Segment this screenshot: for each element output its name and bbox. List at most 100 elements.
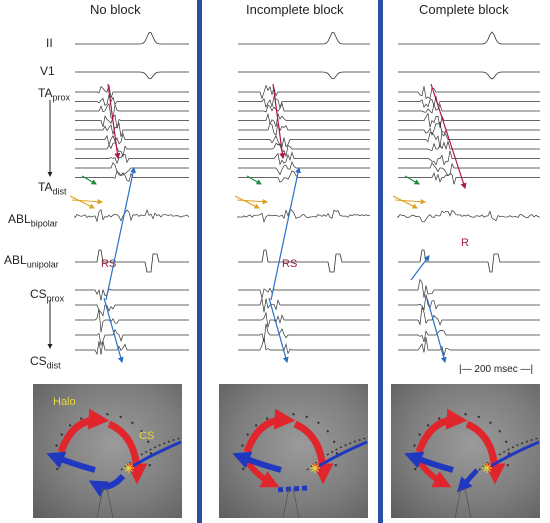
trace-cs-0-4 bbox=[75, 340, 189, 356]
lead-label-v1: V1 bbox=[40, 64, 55, 78]
trace-cs-2-0 bbox=[398, 278, 540, 298]
trace-ta-1-5 bbox=[238, 134, 370, 148]
fl-halo-dot-0-7 bbox=[106, 413, 109, 416]
trace-cs-2-1 bbox=[398, 294, 540, 311]
fl-blue-cs-0 bbox=[132, 440, 182, 468]
trace-cs-1-1 bbox=[238, 298, 370, 313]
fl-red-arc-2-2 bbox=[465, 420, 506, 485]
fl-halo-dot-0-4 bbox=[68, 424, 72, 427]
arrow-blue-cs-2 bbox=[426, 297, 447, 364]
trace-abl-bipolar-2 bbox=[397, 210, 541, 223]
panel-title-incomplete-block: Incomplete block bbox=[246, 2, 344, 17]
trace-cs-0-1 bbox=[75, 304, 189, 317]
fl-blue-iso-0 bbox=[88, 473, 126, 498]
trace-ta-0-6 bbox=[75, 142, 189, 158]
fl-halo-dot-1-2 bbox=[241, 444, 244, 447]
fl-wires-2 bbox=[454, 487, 472, 518]
fl-halo-dot-1-3 bbox=[246, 433, 249, 436]
fl-halo-dot-1-5 bbox=[266, 417, 269, 420]
trace-cs-1-0 bbox=[238, 287, 370, 299]
fl-halo-dot-1-0 bbox=[242, 467, 245, 471]
trace-ta-0-1 bbox=[75, 94, 189, 106]
fl-halo-dot-1-10 bbox=[326, 430, 329, 433]
fl-halo-dot-2-11 bbox=[505, 440, 508, 443]
trace-ta-2-8 bbox=[398, 162, 540, 176]
fl-star-ray-0-7 bbox=[128, 464, 133, 469]
fl-wires-0 bbox=[96, 487, 114, 518]
trace-cs-2-2 bbox=[398, 306, 540, 326]
fl-halo-dot-1-4 bbox=[254, 424, 258, 427]
fl-blue-cs-2 bbox=[490, 440, 540, 468]
fl-red-arc-1-1 bbox=[243, 408, 296, 454]
fl-star-ray-2-1 bbox=[486, 467, 491, 472]
fl-star-ray-2-5 bbox=[483, 464, 488, 469]
fl-halo-dot-2-4 bbox=[426, 424, 430, 427]
fl-halo-dot-0-8 bbox=[119, 415, 122, 419]
fl-halo-dot-0-5 bbox=[80, 417, 83, 420]
trace-cs-1-2 bbox=[238, 311, 370, 328]
trace-ta-1-6 bbox=[238, 142, 370, 157]
fl-halo-dot-2-0 bbox=[414, 467, 417, 471]
fl-halo-dot-2-6 bbox=[450, 413, 454, 416]
panel-divider-1 bbox=[197, 0, 202, 523]
fl-blue-arc-0 bbox=[46, 451, 96, 473]
trace-cs-2-4 bbox=[398, 337, 540, 357]
fl-halo-dot-0-3 bbox=[60, 433, 63, 436]
fl-blue-iso-2 bbox=[457, 468, 479, 493]
trace-ta-1-8 bbox=[238, 161, 370, 176]
arrow-orange-1-1 bbox=[234, 195, 260, 209]
trace-abl-unipolar-0 bbox=[75, 249, 189, 273]
fl-halo-dot-0-10 bbox=[140, 430, 143, 433]
arrow-green-2 bbox=[404, 175, 420, 185]
fluoro-image-complete bbox=[391, 384, 540, 518]
arrow-red-ta-0 bbox=[107, 83, 121, 160]
trace-abl-bipolar-1 bbox=[237, 208, 371, 223]
fluoro-overlay-3 bbox=[404, 408, 540, 518]
trace-ta-1-3 bbox=[238, 112, 370, 128]
trace-cs-1-4 bbox=[238, 337, 370, 355]
fl-halo-dot-2-8 bbox=[477, 415, 480, 419]
fl-halo-dot-0-13 bbox=[148, 464, 151, 467]
trace-ii-0 bbox=[75, 32, 189, 45]
trace-ta-2-6 bbox=[398, 140, 540, 152]
trace-ta-1-1 bbox=[238, 95, 370, 110]
fl-star-ray-1-7 bbox=[314, 464, 319, 469]
fl-halo-dot-2-9 bbox=[489, 421, 492, 424]
fl-star-ray-1-5 bbox=[311, 464, 316, 469]
fl-halo-dot-1-6 bbox=[278, 413, 282, 416]
trace-abl-unipolar-1 bbox=[238, 249, 370, 273]
fl-blue-arc-2 bbox=[404, 451, 454, 473]
arrow-green-0 bbox=[81, 175, 97, 185]
trace-ta-0-8 bbox=[75, 162, 189, 176]
arrow-blue-complete-2 bbox=[410, 255, 430, 281]
fl-halo-dot-1-8 bbox=[305, 415, 308, 419]
fl-star-ray-2-3 bbox=[483, 467, 488, 472]
fl-halo-dot-2-13 bbox=[506, 464, 509, 467]
trace-ta-0-7 bbox=[75, 153, 189, 165]
trace-ta-2-2 bbox=[398, 103, 540, 114]
arrow-red-ta-2 bbox=[430, 83, 467, 190]
scale-bar-label: |— 200 msec —| bbox=[459, 364, 534, 375]
trace-cs-2-3 bbox=[398, 330, 540, 343]
fl-red-arc-2-1 bbox=[293, 420, 334, 485]
fl-halo-dot-1-9 bbox=[317, 421, 320, 424]
fl-halo-dot-0-12 bbox=[149, 452, 153, 455]
fluoro-label-halo: Halo bbox=[53, 396, 76, 408]
arrow-blue-up-1 bbox=[270, 166, 301, 301]
fl-wires-1 bbox=[282, 487, 300, 518]
arrow-orange-2-1 bbox=[236, 198, 269, 205]
fl-star-ray-1-1 bbox=[314, 467, 319, 472]
trace-v1-1 bbox=[238, 71, 370, 79]
trace-ta-1-9 bbox=[238, 170, 370, 183]
fl-halo-dot-1-11 bbox=[333, 440, 336, 443]
fl-red-arc-1-2 bbox=[415, 408, 468, 454]
lead-label-abl-unipolar: ABLunipolar bbox=[4, 253, 59, 270]
trace-cs-0-2 bbox=[75, 308, 189, 333]
fl-halo-dot-0-6 bbox=[92, 413, 96, 416]
lead-label-ta-dist: TAdist bbox=[38, 180, 67, 197]
trace-cs-0-0 bbox=[75, 288, 189, 301]
panel-divider-2 bbox=[378, 0, 383, 523]
arrow-blue-cs-1 bbox=[268, 297, 289, 364]
trace-ta-0-0 bbox=[75, 85, 189, 99]
fl-halo-dot-0-11 bbox=[147, 440, 150, 443]
